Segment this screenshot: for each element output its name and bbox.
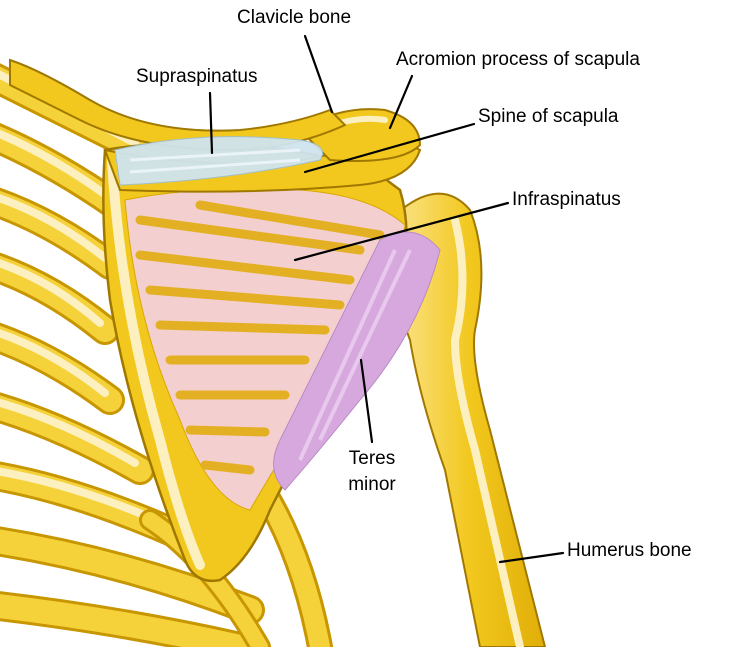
- label-spine-of-scapula: Spine of scapula: [478, 107, 619, 126]
- label-clavicle-bone: Clavicle bone: [237, 8, 351, 27]
- label-acromion-process: Acromion process of scapula: [396, 50, 640, 69]
- label-supraspinatus: Supraspinatus: [136, 67, 257, 86]
- label-teres-minor: Teres minor: [336, 446, 408, 498]
- label-teres-minor-line2: minor: [336, 472, 408, 498]
- label-infraspinatus: Infraspinatus: [512, 190, 621, 209]
- leader-clavicle: [305, 36, 332, 112]
- label-humerus-bone: Humerus bone: [567, 541, 692, 560]
- label-teres-minor-line1: Teres: [336, 446, 408, 472]
